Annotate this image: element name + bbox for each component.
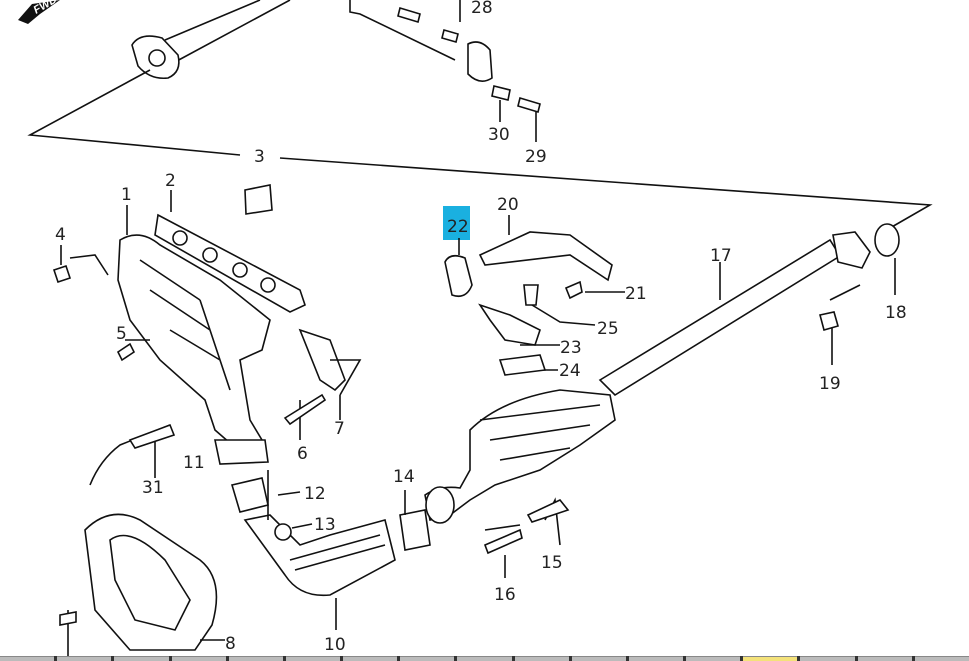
strip-button[interactable] [514, 656, 569, 661]
callout-19[interactable]: 19 [819, 374, 841, 394]
callout-6[interactable]: 6 [297, 444, 308, 464]
strip-button[interactable] [114, 656, 169, 661]
callout-8[interactable]: 8 [225, 634, 236, 654]
front-pipe [230, 470, 431, 630]
callout-17[interactable]: 17 [710, 246, 732, 266]
callout-31[interactable]: 31 [142, 478, 164, 498]
callout-4[interactable]: 4 [55, 225, 66, 245]
upper-pipe [27, 0, 933, 229]
callout-10[interactable]: 10 [324, 635, 346, 655]
strip-button[interactable] [857, 656, 912, 661]
catalytic-converter [424, 223, 900, 578]
callout-16[interactable]: 16 [494, 585, 516, 605]
bottom-button-strip [0, 656, 969, 661]
callout-30[interactable]: 30 [488, 125, 510, 145]
strip-button[interactable] [571, 656, 626, 661]
callout-20[interactable]: 20 [497, 195, 519, 215]
callout-14[interactable]: 14 [393, 467, 415, 487]
callout-28[interactable]: 28 [471, 0, 493, 18]
strip-button[interactable] [0, 656, 55, 661]
strip-button[interactable] [171, 656, 226, 661]
selected-part-highlight [443, 206, 470, 240]
strip-button[interactable] [914, 656, 969, 661]
callout-11[interactable]: 11 [183, 453, 205, 473]
strip-button[interactable] [800, 656, 855, 661]
callout-15[interactable]: 15 [541, 553, 563, 573]
strip-button[interactable] [628, 656, 684, 661]
strip-button[interactable] [457, 656, 512, 661]
callout-25[interactable]: 25 [597, 319, 619, 339]
hanger-brackets [444, 215, 625, 376]
strip-button[interactable] [343, 656, 398, 661]
callout-5[interactable]: 5 [116, 324, 127, 344]
callout-1[interactable]: 1 [121, 185, 132, 205]
callout-22[interactable]: 22 [447, 217, 469, 237]
strip-button[interactable] [57, 656, 112, 661]
callout-23[interactable]: 23 [560, 338, 582, 358]
fwd-arrow-icon: FWD [18, 0, 60, 24]
strip-button[interactable] [743, 656, 798, 661]
svg-text:FWD: FWD [32, 0, 60, 17]
strip-button[interactable] [686, 656, 741, 661]
callout-29[interactable]: 29 [525, 147, 547, 167]
callout-18[interactable]: 18 [885, 303, 907, 323]
callout-12[interactable]: 12 [304, 484, 326, 504]
callout-3[interactable]: 3 [254, 147, 265, 167]
callout-21[interactable]: 21 [625, 284, 647, 304]
callout-2[interactable]: 2 [165, 171, 176, 191]
callout-7[interactable]: 7 [334, 419, 345, 439]
strip-button[interactable] [400, 656, 455, 661]
callout-13[interactable]: 13 [314, 515, 336, 535]
exhaust-manifold [52, 184, 362, 486]
heat-shield [59, 513, 225, 660]
callout-24[interactable]: 24 [559, 361, 581, 381]
strip-button[interactable] [228, 656, 283, 661]
strip-button[interactable] [285, 656, 341, 661]
